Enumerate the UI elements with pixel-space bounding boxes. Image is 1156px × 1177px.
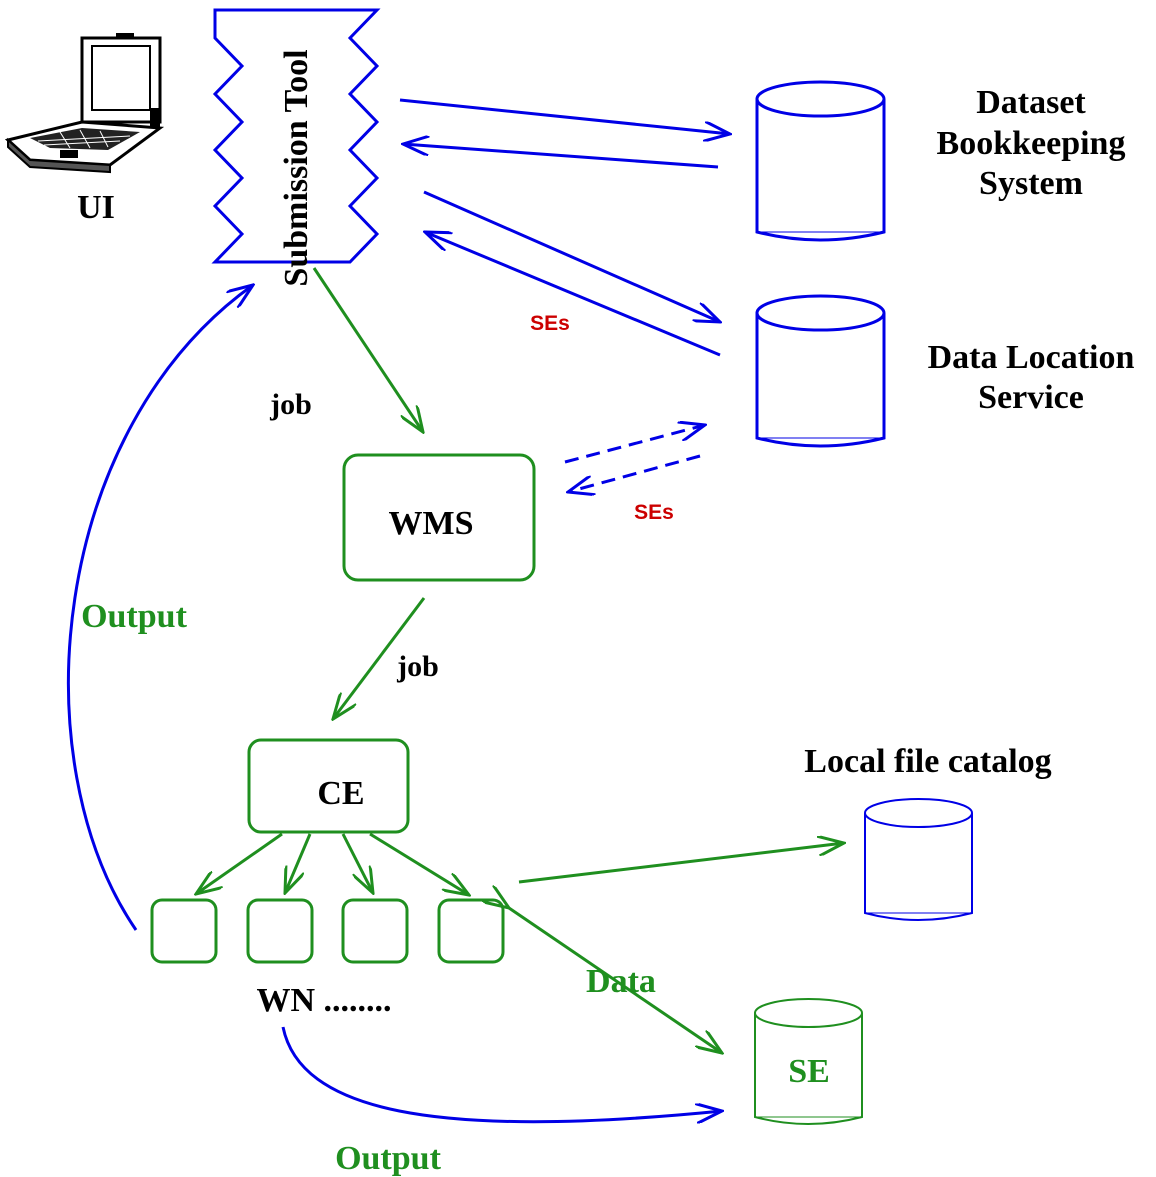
se-label: SE [788, 1053, 830, 1090]
wn-box [246, 898, 314, 964]
arrow-ce-to-wn4 [369, 832, 469, 895]
dbs-label-line1: Dataset [976, 84, 1086, 121]
data-label: Data [586, 963, 656, 1000]
ses-label-mid: SEs [634, 501, 674, 524]
arrow-wms-to-dls-dashed [564, 425, 705, 464]
arrow-dbs-to-tool [403, 144, 719, 169]
wn-box [341, 898, 409, 964]
ses-label-top: SEs [530, 312, 570, 335]
wms-label: WMS [389, 505, 474, 542]
wn-box [437, 898, 505, 964]
arrow-wn-to-catalog [518, 843, 844, 884]
dls-label-line2: Service [978, 379, 1084, 416]
submission-tool-shape [211, 8, 381, 264]
job-label-mid: job [396, 650, 439, 683]
wn-label: WN ........ [256, 982, 391, 1019]
ce-box [247, 738, 410, 834]
se-database-icon [754, 998, 863, 1125]
arrow-data-wn-se [509, 908, 722, 1053]
dls-database-icon [755, 294, 886, 448]
arrow-tool-to-dls [423, 190, 720, 322]
ce-label: CE [317, 775, 364, 812]
arrow-output-to-se [281, 1026, 722, 1122]
arrow-job-wms-to-ce [333, 597, 426, 719]
arrow-dls-to-wms-dashed [568, 454, 701, 492]
dbs-label-line3: System [979, 165, 1083, 202]
ui-label: UI [77, 189, 115, 226]
arrow-ce-to-wn2 [285, 833, 312, 893]
arrow-ce-to-wn1 [196, 832, 283, 894]
wms-box [342, 453, 536, 582]
arrow-ce-to-wn3 [341, 833, 373, 893]
laptop-icon [4, 33, 165, 174]
dbs-label-line2: Bookkeeping [937, 125, 1126, 162]
wn-box [150, 898, 218, 964]
dls-label-line1: Data Location [928, 339, 1135, 376]
submission-tool-label: Submission Tool [278, 49, 315, 286]
local-file-catalog-label: Local file catalog [804, 743, 1051, 780]
dbs-database-icon [755, 80, 886, 242]
arrow-job-tool-to-wms [312, 267, 423, 432]
output-label-bottom: Output [335, 1140, 441, 1177]
arrow-dls-to-tool [425, 232, 721, 357]
local-file-catalog-icon [864, 798, 973, 921]
output-label-left: Output [81, 598, 187, 635]
job-label-top: job [269, 388, 312, 421]
arrow-output-to-tool [66, 285, 253, 931]
arrow-tool-to-dbs [399, 98, 730, 134]
